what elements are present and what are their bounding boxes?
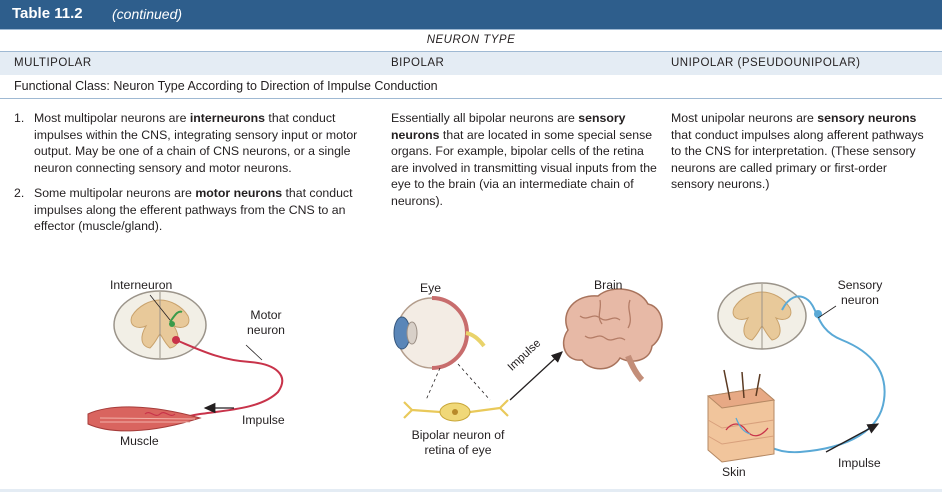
multipolar-item-1: 1. Most multipolar neurons are interneur… <box>14 110 374 176</box>
item-text: Some multipolar neurons are <box>34 186 196 200</box>
bipolar-text: Essentially all bipolar neurons are <box>391 111 579 125</box>
unipolar-bold-term: sensory neurons <box>817 111 917 125</box>
unipolar-text: Most unipolar neurons are <box>671 111 818 125</box>
item-number: 1. <box>14 111 25 125</box>
eye-icon <box>393 296 486 370</box>
label-brain: Brain <box>594 278 623 292</box>
item-text: Most multipolar neurons are <box>34 111 190 125</box>
item-text: that conduct impulses along the efferent… <box>34 186 353 233</box>
impulse-arrow-2 <box>509 351 563 401</box>
column-header-bipolar: BIPOLAR <box>391 57 445 69</box>
unipolar-description: Most unipolar neurons are sensory neuron… <box>671 110 933 193</box>
functional-class-row: Functional Class: Neuron Type According … <box>0 75 942 99</box>
label-muscle: Muscle <box>120 434 159 448</box>
item-bold-term: interneurons <box>189 111 266 125</box>
brain-icon <box>562 288 663 383</box>
item-text: that conduct impulses within the CNS, in… <box>34 111 358 175</box>
bottom-rule <box>0 489 942 492</box>
multipolar-description: 1. Most multipolar neurons are interneur… <box>14 110 374 235</box>
column-header-unipolar: UNIPOLAR (PSEUDOUNIPOLAR) <box>671 57 861 69</box>
bipolar-neuron-icon <box>403 399 509 422</box>
spinal-cord-icon <box>113 290 207 360</box>
label-impulse-1: Impulse <box>242 413 285 427</box>
unipolar-text: that conduct impulses along afferent pat… <box>671 127 924 192</box>
table-number: Table 11.2 <box>12 5 83 22</box>
spinal-cord-icon-2 <box>717 282 807 350</box>
label-impulse-3: Impulse <box>838 456 881 470</box>
label-sensory-neuron: Sensory neuron <box>837 278 883 307</box>
bipolar-bold-term: sensory neurons <box>391 111 626 142</box>
label-bipolar-neuron: Bipolar neuron of retina of eye <box>411 428 505 457</box>
label-eye: Eye <box>420 281 442 295</box>
table-continued: (continued) <box>112 6 183 22</box>
neuron-type-label: NEURON TYPE <box>426 34 516 46</box>
bipolar-text: that are located in some special sense o… <box>391 127 657 208</box>
item-bold-term: motor neurons <box>195 186 283 200</box>
impulse-arrow-3 <box>825 423 880 453</box>
label-motor-neuron: Motor neuron <box>247 308 285 337</box>
table-title-bar: Table 11.2 (continued) <box>0 0 942 29</box>
sensory-neuron-icon <box>749 295 886 454</box>
bipolar-description: Essentially all bipolar neurons are sens… <box>391 110 663 209</box>
label-interneuron: Interneuron <box>110 278 173 292</box>
interneuron-icon <box>169 310 183 323</box>
functional-class-label: Functional Class: Neuron Type According … <box>14 79 438 93</box>
column-header-multipolar: MULTIPOLAR <box>14 57 92 69</box>
muscle-icon <box>87 406 202 432</box>
item-number: 2. <box>14 186 25 200</box>
label-skin: Skin <box>722 465 746 479</box>
skin-icon <box>706 369 776 463</box>
neuron-type-header: NEURON TYPE <box>0 29 942 52</box>
multipolar-item-2: 2. Some multipolar neurons are motor neu… <box>14 185 374 235</box>
